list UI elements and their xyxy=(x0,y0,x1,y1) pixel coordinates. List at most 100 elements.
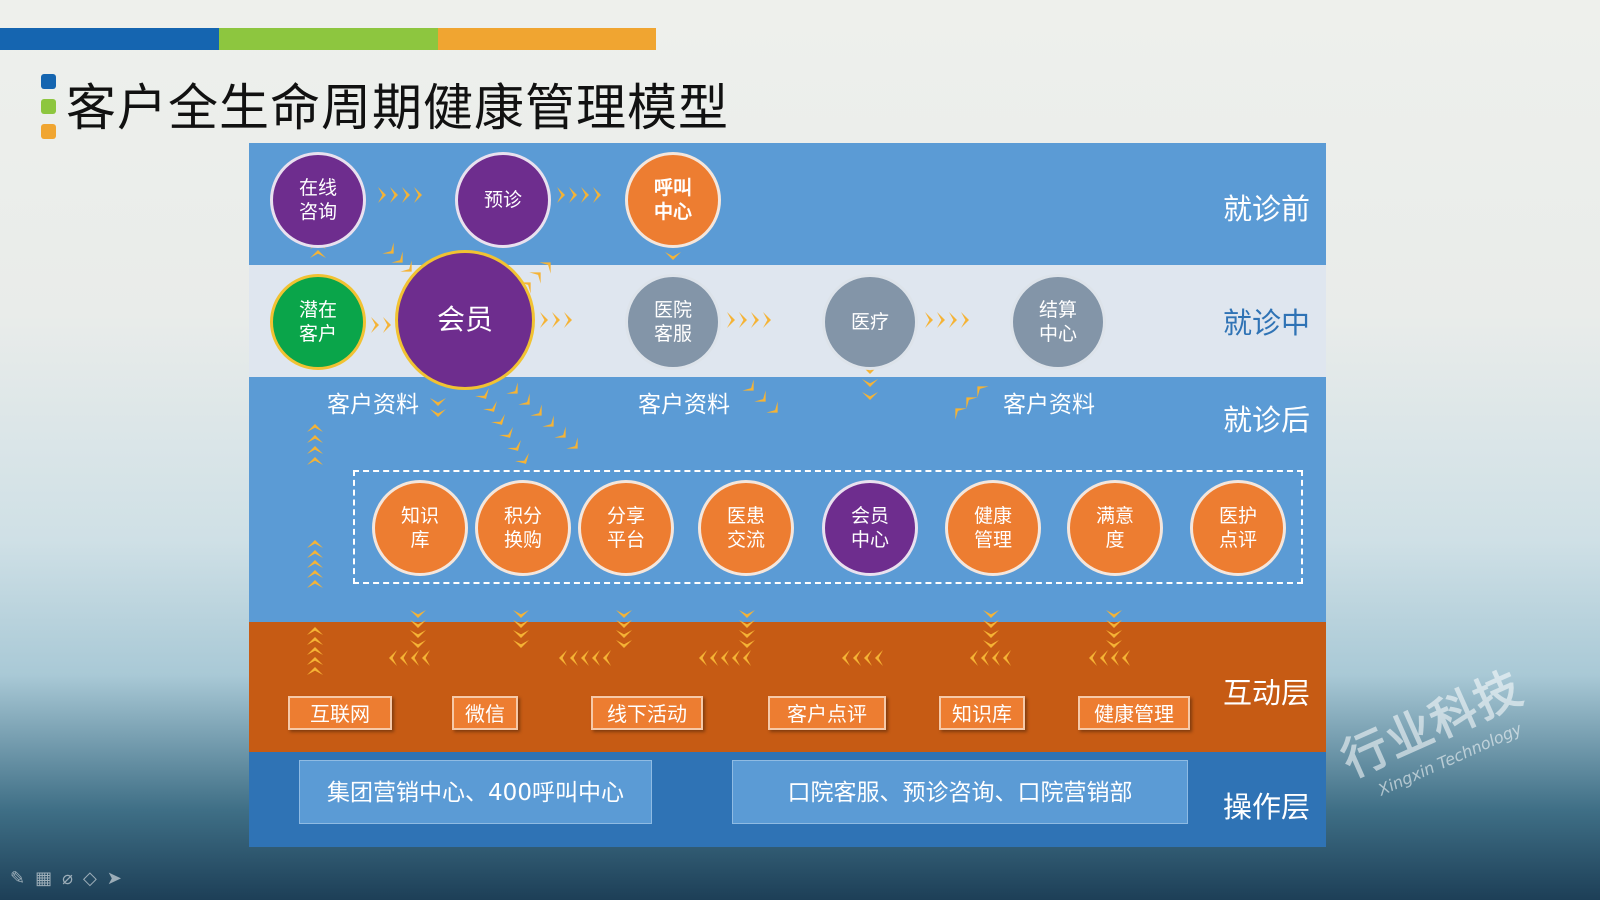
arrow-chevron-34 xyxy=(483,401,497,412)
arrow-chevron-5 xyxy=(569,187,577,203)
arrow-chevron-81 xyxy=(739,630,755,638)
arrow-chevron-107 xyxy=(853,650,861,666)
arrow-chevron-71 xyxy=(513,610,529,618)
arrow-chevron-84 xyxy=(983,620,999,628)
tag-knowledge-base[interactable]: 知识库 xyxy=(939,696,1025,730)
node-points-redeem[interactable]: 积分 换购 xyxy=(475,480,571,576)
node-nurse-review[interactable]: 医护 点评 xyxy=(1190,480,1286,576)
operation-box-group-marketing[interactable]: 集团营销中心、400呼叫中心 xyxy=(299,760,652,824)
arrow-chevron-33 xyxy=(475,388,489,399)
arrow-chevron-30 xyxy=(519,282,531,294)
arrow-chevron-103 xyxy=(710,650,718,666)
arrow-chevron-96 xyxy=(592,650,600,666)
tag-customer-review[interactable]: 客户点评 xyxy=(768,696,886,730)
node-satisfaction[interactable]: 满意 度 xyxy=(1067,480,1163,576)
operation-box-hospital-service[interactable]: 口院客服、预诊咨询、口院营销部 xyxy=(732,760,1188,824)
tag-wechat[interactable]: 微信 xyxy=(452,696,518,730)
arrow-chevron-80 xyxy=(739,620,755,628)
arrow-chevron-12 xyxy=(383,317,391,333)
node-settlement-center[interactable]: 结算 中心 xyxy=(1010,274,1106,370)
arrow-chevron-4 xyxy=(557,187,565,203)
arrow-chevron-52 xyxy=(977,386,989,398)
tag-internet[interactable]: 互联网 xyxy=(288,696,392,730)
arrow-chevron-86 xyxy=(983,640,999,648)
arrow-chevron-85 xyxy=(983,630,999,638)
arrow-chevron-11 xyxy=(371,317,379,333)
slide-toolbar: ✎ ▦ ⌀ ◇ ➤ xyxy=(10,868,122,890)
arrow-chevron-20 xyxy=(925,312,933,328)
arrow-chevron-91 xyxy=(422,650,430,666)
arrow-chevron-41 xyxy=(530,404,542,416)
arrow-chevron-104 xyxy=(699,650,707,666)
arrow-chevron-115 xyxy=(1100,650,1108,666)
arrow-chevron-74 xyxy=(513,640,529,648)
arrow-chevron-112 xyxy=(970,650,978,666)
pen-icon[interactable]: ✎ xyxy=(10,868,26,889)
node-health-management[interactable]: 健康 管理 xyxy=(945,480,1041,576)
arrow-chevron-53 xyxy=(307,457,323,465)
band-interaction xyxy=(249,622,1326,752)
tag-offline-activity[interactable]: 线下活动 xyxy=(591,696,703,730)
arrow-chevron-106 xyxy=(864,650,872,666)
arrow-chevron-110 xyxy=(992,650,1000,666)
arrow-chevron-70 xyxy=(410,640,426,648)
post-nodes-frame xyxy=(353,470,1303,584)
node-member[interactable]: 会员 xyxy=(395,250,535,390)
arrow-chevron-32 xyxy=(539,262,551,274)
arrow-chevron-45 xyxy=(430,398,446,406)
arrow-chevron-94 xyxy=(389,650,397,666)
arrow-chevron-57 xyxy=(307,580,323,588)
arrow-chevron-49 xyxy=(766,401,778,413)
arrow-chevron-68 xyxy=(410,620,426,628)
node-call-center[interactable]: 呼叫 中心 xyxy=(625,152,721,248)
customer-data-label-2: 客户资料 xyxy=(638,392,730,418)
arrow-chevron-55 xyxy=(307,435,323,443)
arrow-chevron-25 xyxy=(862,379,878,387)
arrow-chevron-44 xyxy=(566,437,578,449)
arrow-chevron-1 xyxy=(390,187,398,203)
node-prediagnosis[interactable]: 预诊 xyxy=(455,152,551,248)
arrow-chevron-56 xyxy=(307,424,323,432)
customer-data-label-3: 客户资料 xyxy=(1003,392,1095,418)
arrow-chevron-38 xyxy=(515,453,529,464)
arrow-chevron-13 xyxy=(540,312,548,328)
highlighter-icon[interactable]: ◇ xyxy=(82,868,97,889)
node-medical[interactable]: 医疗 xyxy=(822,274,918,370)
pointer-icon[interactable]: ➤ xyxy=(106,868,122,889)
arrow-chevron-50 xyxy=(955,408,967,420)
arrow-chevron-9 xyxy=(310,250,326,258)
arrow-chevron-19 xyxy=(763,312,771,328)
arrow-chevron-36 xyxy=(499,427,513,438)
layer-label-interaction: 互动层 xyxy=(1222,676,1310,710)
arrow-chevron-89 xyxy=(1106,630,1122,638)
arrow-chevron-42 xyxy=(542,415,554,427)
node-online-consult[interactable]: 在线 咨询 xyxy=(270,152,366,248)
node-member-center[interactable]: 会员 中心 xyxy=(822,480,918,576)
band-pre xyxy=(249,143,1326,265)
layer-label-during: 就诊中 xyxy=(1222,306,1310,340)
arrow-chevron-39 xyxy=(506,382,518,394)
tag-health-management[interactable]: 健康管理 xyxy=(1078,696,1190,730)
arrow-chevron-64 xyxy=(307,647,323,655)
node-hospital-service[interactable]: 医院 客服 xyxy=(625,274,721,370)
arrow-chevron-26 xyxy=(862,392,878,400)
arrow-chevron-69 xyxy=(410,630,426,638)
arrow-chevron-113 xyxy=(1122,650,1130,666)
arrow-chevron-99 xyxy=(559,650,567,666)
node-share-platform[interactable]: 分享 平台 xyxy=(578,480,674,576)
node-knowledge-base[interactable]: 知识 库 xyxy=(372,480,468,576)
arrow-chevron-90 xyxy=(1106,640,1122,648)
arrow-chevron-87 xyxy=(1106,610,1122,618)
top-bar-blue xyxy=(0,28,219,50)
eraser-icon[interactable]: ⌀ xyxy=(62,868,73,889)
arrow-chevron-75 xyxy=(616,610,632,618)
page-title: 客户全生命周期健康管理模型 xyxy=(66,79,729,137)
node-doctor-patient[interactable]: 医患 交流 xyxy=(698,480,794,576)
grid-icon[interactable]: ▦ xyxy=(35,868,53,889)
node-potential-customer[interactable]: 潜在 客户 xyxy=(270,274,366,370)
arrow-chevron-83 xyxy=(983,610,999,618)
arrow-chevron-78 xyxy=(616,640,632,648)
arrow-chevron-29 xyxy=(400,260,412,272)
arrow-chevron-114 xyxy=(1111,650,1119,666)
